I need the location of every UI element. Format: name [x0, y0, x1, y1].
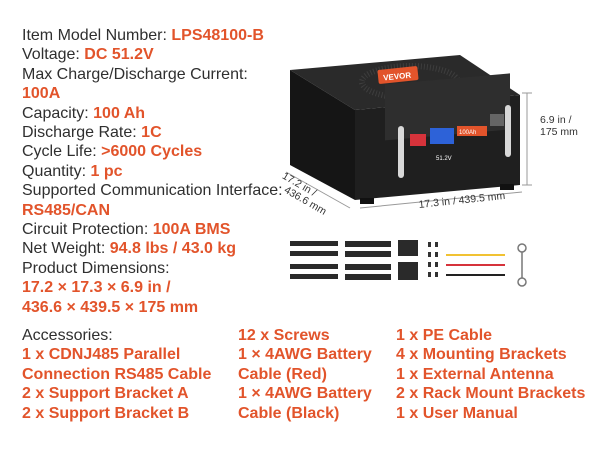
spec-label: Net Weight: — [22, 240, 110, 258]
brand-badge — [377, 66, 419, 84]
spec-value: 436.6 × 439.5 × 175 mm — [22, 298, 199, 316]
accessory-item: Cable (Black) — [238, 404, 340, 422]
spec-row: Product Dimensions: — [22, 259, 322, 278]
spec-row: Supported Communication Interface: — [22, 181, 322, 200]
foot — [500, 184, 514, 190]
battery-left-side — [290, 70, 355, 200]
brand-text: VEVOR — [383, 71, 412, 83]
spec-label: Quantity: — [22, 162, 91, 180]
spec-label: Item Model Number: — [22, 27, 172, 44]
spec-value: LPS48100-B — [171, 27, 264, 44]
spec-row: 436.6 × 439.5 × 175 mm — [22, 298, 322, 317]
spec-label: Circuit Protection: — [22, 221, 153, 239]
spec-row: Capacity: 100 Ah — [22, 104, 322, 123]
spec-label: Voltage: — [22, 46, 85, 64]
spec-label: Capacity: — [22, 104, 94, 122]
spec-row: Voltage: DC 51.2V — [22, 45, 322, 64]
spec-label: Max Charge/Discharge Current: — [22, 65, 248, 83]
negative-terminal — [490, 114, 504, 126]
accessory-item: 2 x Rack Mount Brackets — [396, 385, 586, 403]
spec-label: Cycle Life: — [22, 143, 102, 161]
pe-cable-icon — [517, 243, 527, 287]
voltage-badge — [457, 126, 487, 136]
accessory-item: 1 x User Manual — [396, 404, 518, 422]
height-label-2: 175 mm — [540, 126, 578, 138]
spec-value: 100A — [22, 85, 61, 103]
spec-row: 17.2 × 17.3 × 6.9 in / — [22, 278, 322, 297]
spec-label: Product Dimensions: — [22, 259, 170, 277]
display-voltage: 51.2V — [436, 156, 452, 162]
mounting-brackets-icon — [345, 241, 391, 280]
accessory-item: 1 × 4AWG Battery — [238, 346, 372, 364]
depth-dimension-line — [285, 171, 351, 209]
width-dimension-line — [359, 191, 523, 209]
spec-row: RS485/CAN — [22, 201, 322, 220]
accessory-item: 1 × 4AWG Battery — [238, 385, 372, 403]
spec-value: 94.8 lbs / 43.0 kg — [109, 240, 237, 258]
spec-row: Item Model Number: LPS48100-B — [22, 26, 322, 45]
screws-icon — [428, 242, 438, 277]
accessory-item: 12 x Screws — [238, 327, 330, 344]
spec-row: Circuit Protection: 100A BMS — [22, 220, 322, 239]
front-panel — [385, 73, 510, 141]
spec-value: 17.2 × 17.3 × 6.9 in / — [22, 279, 171, 297]
spec-row: Discharge Rate: 1C — [22, 123, 322, 142]
right-handle — [505, 105, 511, 157]
spec-value: DC 51.2V — [84, 46, 154, 64]
spec-value: 100A BMS — [152, 221, 231, 239]
positive-terminal — [410, 134, 426, 146]
accessory-item: 2 x Support Bracket B — [22, 404, 190, 422]
spec-value: RS485/CAN — [22, 201, 111, 219]
spec-value: 1C — [141, 124, 162, 142]
lcd-display — [430, 128, 454, 144]
accessory-item: 1 x External Antenna — [396, 365, 554, 383]
spec-row: Cycle Life: >6000 Cycles — [22, 142, 322, 161]
support-brackets-icon — [290, 241, 338, 279]
spec-row: Max Charge/Discharge Current: — [22, 65, 322, 84]
rack-mount-brackets-icon — [398, 240, 418, 280]
spec-row: Net Weight: 94.8 lbs / 43.0 kg — [22, 239, 322, 258]
spec-label: Supported Communication Interface: — [22, 182, 283, 200]
display-badge: 100Ah — [459, 130, 476, 136]
spec-row: 100A — [22, 84, 322, 103]
spec-value: >6000 Cycles — [101, 143, 203, 161]
accessory-item: Connection RS485 Cable — [22, 365, 212, 383]
accessory-item: 1 x CDNJ485 Parallel — [22, 346, 181, 364]
spec-label: Discharge Rate: — [22, 124, 142, 142]
accessory-item: 4 x Mounting Brackets — [396, 346, 567, 364]
left-handle — [398, 126, 404, 178]
accessory-item: 2 x Support Bracket A — [22, 385, 189, 403]
foot — [360, 198, 374, 204]
battery-cables-icon — [446, 254, 505, 276]
accessory-item: 1 x PE Cable — [396, 327, 493, 344]
height-label-1: 6.9 in / — [540, 114, 572, 126]
spec-value: 1 pc — [90, 162, 123, 180]
spec-row: Quantity: 1 pc — [22, 162, 322, 181]
accessory-item: Cable (Red) — [238, 365, 327, 383]
spec-value: 100 Ah — [93, 104, 146, 122]
accessories-heading: Accessories: — [22, 327, 113, 344]
